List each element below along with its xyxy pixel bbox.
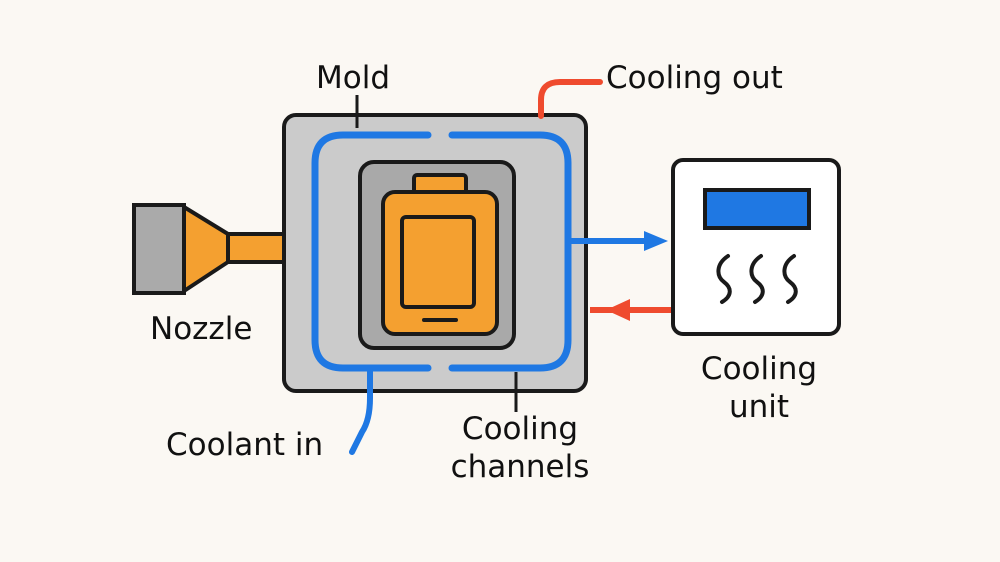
nozzle-icon	[132, 203, 288, 295]
nozzle-label: Nozzle	[150, 311, 253, 347]
cooling-channels-label: Cooling channels	[432, 410, 608, 486]
cooling-unit-line1: Cooling	[700, 351, 818, 387]
cooling-channels-line1: Cooling	[461, 411, 579, 447]
coolant-in-line	[349, 367, 373, 455]
cooling-unit-label: Cooling unit	[680, 350, 838, 426]
cooling-out-line	[538, 79, 603, 119]
cooling-unit-line2: unit	[728, 389, 790, 425]
cooling-unit	[671, 158, 841, 336]
arrow-right-icon	[568, 231, 668, 251]
coolant-in-label: Coolant in	[166, 427, 324, 463]
heat-waves-icon	[716, 254, 798, 304]
mold-label: Mold	[316, 60, 391, 96]
arrow-left-icon	[590, 299, 672, 321]
battery-part-icon	[381, 173, 499, 336]
cooling-channels	[311, 131, 572, 372]
cooling-out-label: Cooling out	[606, 60, 783, 96]
display-panel-icon	[703, 188, 811, 230]
cooling-channels-line2: channels	[450, 449, 590, 485]
